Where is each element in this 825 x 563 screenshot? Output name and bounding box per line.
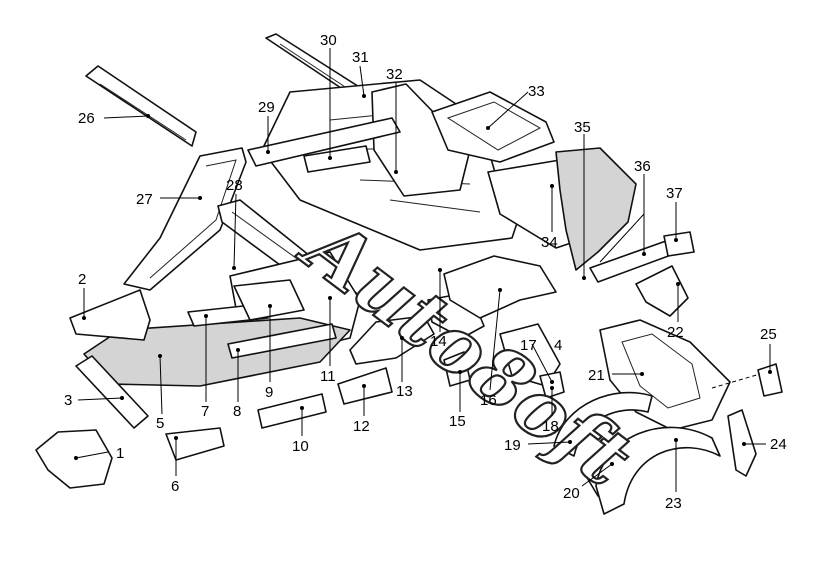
callout-7: 7	[201, 403, 209, 420]
leader-17	[531, 343, 553, 383]
part-8-sill	[227, 323, 337, 359]
part-16-member	[443, 255, 557, 319]
callout-33: 33	[528, 83, 545, 100]
part-33-tray	[431, 91, 555, 163]
leader-16	[489, 289, 501, 391]
callout-1: 1	[116, 445, 124, 462]
leader-20	[581, 463, 613, 487]
leader-31	[359, 65, 365, 97]
callout-10: 10	[292, 438, 309, 455]
callout-36: 36	[634, 158, 651, 175]
callout-17: 17	[520, 337, 537, 354]
leader-28	[233, 193, 237, 269]
callout-19: 19	[504, 437, 521, 454]
part-3-rail	[75, 355, 149, 429]
part-23-wheel-arch	[595, 426, 721, 515]
callout-4: 4	[554, 337, 562, 354]
callout-6: 6	[171, 478, 179, 495]
callout-13: 13	[396, 383, 413, 400]
leader-26	[103, 115, 149, 119]
part-26-rail	[85, 65, 197, 147]
callout-30: 30	[320, 32, 337, 49]
callout-22: 22	[667, 324, 684, 341]
callout-labels: 1 2 3 4 5 6 7 8 9 10 11 12 13 14 15 16 1…	[64, 32, 787, 512]
callout-25: 25	[760, 326, 777, 343]
leader-19	[527, 441, 571, 445]
leader-lines	[75, 48, 771, 492]
callout-20: 20	[563, 485, 580, 502]
part-10-plate	[257, 393, 327, 429]
callout-26: 26	[78, 110, 95, 127]
part-29-cross-member	[247, 117, 401, 167]
callout-14: 14	[430, 333, 447, 350]
callout-29: 29	[258, 99, 275, 116]
callout-12: 12	[353, 418, 370, 435]
callout-24: 24	[770, 436, 787, 453]
callout-27: 27	[136, 191, 153, 208]
callout-23: 23	[665, 495, 682, 512]
leader-36b	[599, 213, 645, 263]
callout-9: 9	[265, 384, 273, 401]
leader-3	[77, 397, 123, 401]
callout-15: 15	[449, 413, 466, 430]
part-13-panel	[349, 315, 435, 365]
part-24-bracket	[727, 409, 757, 477]
part-30-bracket	[303, 145, 371, 173]
callout-28: 28	[226, 177, 243, 194]
callout-18: 18	[542, 418, 559, 435]
callout-11: 11	[320, 368, 336, 385]
callout-35: 35	[574, 119, 591, 136]
part-35-wheelhouse	[555, 147, 637, 271]
callout-32: 32	[386, 66, 403, 83]
leader-dots	[74, 94, 772, 466]
callout-34: 34	[541, 234, 558, 251]
part-1-bracket	[35, 429, 113, 489]
callout-2: 2	[78, 271, 86, 288]
leader-5	[159, 355, 163, 415]
callout-31: 31	[352, 49, 369, 66]
part-37-bracket	[663, 231, 695, 257]
callout-3: 3	[64, 392, 72, 409]
callout-5: 5	[156, 415, 164, 432]
part-15-bracket	[443, 351, 471, 387]
part-19-wheel-arch	[553, 391, 653, 457]
part-6-plate	[165, 427, 225, 461]
parts-layer	[35, 33, 783, 515]
part-22-bracket	[635, 265, 689, 317]
callout-21: 21	[588, 367, 605, 384]
part-18-bracket	[539, 371, 565, 399]
leader-1	[75, 451, 109, 459]
callout-37: 37	[666, 185, 683, 202]
part-27-pillar	[123, 147, 247, 291]
leader-33	[487, 91, 529, 129]
leader-21-dashed	[711, 373, 761, 389]
part-9-bracket	[233, 279, 305, 321]
callout-16: 16	[480, 392, 497, 409]
callout-8: 8	[233, 403, 241, 420]
part-2-panel	[69, 289, 151, 341]
